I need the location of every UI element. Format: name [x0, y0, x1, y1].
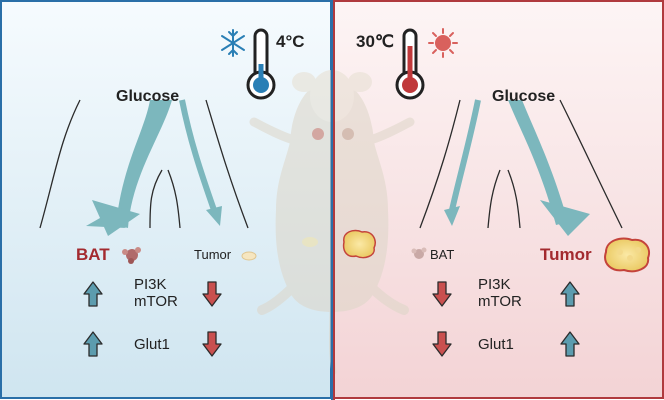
tumor-icon	[604, 237, 650, 273]
thermometer-cold-icon	[246, 28, 276, 100]
temperature-label: 30℃	[356, 32, 395, 51]
left-glucose-flow	[39, 99, 249, 236]
transporter-label: Glut1	[134, 336, 170, 353]
bat-label: BAT	[430, 247, 455, 262]
bat-tissue-icon	[122, 247, 141, 264]
thermometer-warm-icon	[395, 28, 425, 100]
glucose-label: Glucose	[492, 88, 556, 105]
glucose-label: Glucose	[116, 88, 180, 105]
right-glucose-flow	[419, 99, 623, 236]
arrow-up-icon	[83, 331, 103, 357]
arrow-up-icon	[560, 331, 580, 357]
tumor-icon	[241, 251, 257, 261]
pathway-label: PI3K mTOR	[478, 276, 522, 311]
arrow-up-icon	[83, 281, 103, 307]
sun-icon	[428, 28, 458, 58]
bat-label: BAT	[76, 245, 110, 264]
tumor-label: Tumor	[194, 247, 232, 262]
pathway-label: PI3K mTOR	[134, 276, 178, 311]
tumor-label: Tumor	[540, 245, 592, 264]
arrow-up-icon	[560, 281, 580, 307]
snowflake-icon	[221, 29, 245, 57]
arrow-down-icon	[202, 281, 222, 307]
bat-tissue-icon	[411, 247, 427, 259]
transporter-label: Glut1	[478, 336, 514, 353]
arrow-down-icon	[202, 331, 222, 357]
temperature-label: 4°C	[276, 32, 305, 51]
left-panel	[0, 0, 332, 399]
arrow-down-icon	[432, 331, 452, 357]
fat-pad-icon	[342, 229, 376, 259]
arrow-down-icon	[432, 281, 452, 307]
